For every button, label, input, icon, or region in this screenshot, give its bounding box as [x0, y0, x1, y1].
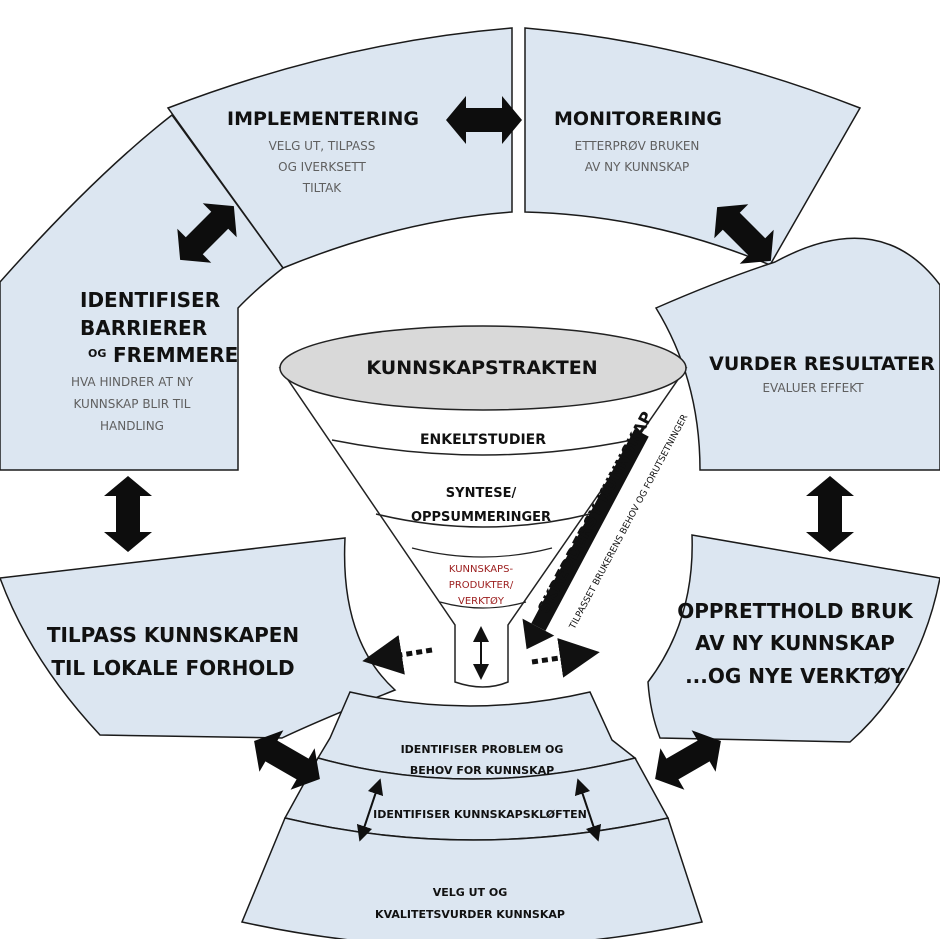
funnel-level-produkter-3: VERKTØY: [458, 595, 505, 607]
band2-text: IDENTIFISER KUNNSKAPSKLØFTEN: [373, 808, 587, 821]
funnel-level-syntese-1: SYNTESE/: [446, 486, 517, 501]
barrierer-fremmere: FREMMERE: [113, 343, 238, 367]
skreddersy-arrow: [522, 429, 649, 650]
barrierer-line-3: HANDLING: [100, 419, 164, 433]
segment-identifiser-barrierer: [0, 113, 285, 471]
tilpass-title-2: TIL LOKALE FORHOLD: [51, 656, 294, 680]
tilpass-title-1: TILPASS KUNNSKAPEN: [47, 623, 299, 647]
arrow-implementering-monitorering: [446, 96, 522, 144]
monitorering-line-1: ETTERPRØV BRUKEN: [575, 139, 700, 153]
implementering-line-1: VELG UT, TILPASS: [269, 139, 376, 153]
band1-line-2: BEHOV FOR KUNNSKAP: [410, 764, 554, 777]
oppretthold-line-3: ...OG NYE VERKTØY: [685, 664, 905, 688]
oppretthold-line-2: AV NY KUNNSKAP: [695, 631, 895, 655]
oppretthold-line-1: OPPRETTHOLD BRUK: [677, 599, 914, 623]
barrierer-title-1: IDENTIFISER: [80, 288, 220, 312]
arrow-bottom-oppretthold: [655, 730, 721, 790]
funnel-divider-1: [331, 439, 633, 456]
barrierer-line-1: HVA HINDRER AT NY: [71, 375, 194, 389]
vurder-title: VURDER RESULTATER: [709, 353, 935, 375]
segment-vurder-resultater: [654, 237, 940, 471]
dashed-arrow-right: [531, 638, 600, 678]
dashed-arrow-left: [362, 635, 433, 675]
funnel-divider-4: [439, 601, 527, 609]
band3-line-2: KVALITETSVURDER KUNNSKAP: [375, 908, 565, 921]
segment-implementering: [166, 27, 513, 269]
vurder-sub: EVALUER EFFEKT: [762, 381, 864, 395]
band-thin-arrow-left: [356, 778, 384, 842]
segment-monitorering: [524, 27, 862, 266]
segment-tilpass: [0, 537, 397, 739]
funnel-level-syntese-2: OPPSUMMERINGER: [411, 510, 551, 525]
barrierer-title-2: BARRIERER: [80, 316, 207, 340]
funnel-level-produkter-1: KUNNSKAPS-: [449, 564, 514, 575]
implementering-line-2: OG IVERKSETT: [278, 160, 366, 174]
funnel-top: [279, 325, 687, 411]
arrow-barrierer-tilpass: [104, 476, 152, 552]
arrow-barrierer-implementering: [177, 203, 237, 263]
arrow-vurder-oppretthold: [806, 476, 854, 552]
funnel-level-produkter-2: PRODUKTER/: [449, 580, 514, 591]
monitorering-title: MONITORERING: [554, 108, 722, 130]
arrow-tilpass-bottom: [254, 730, 320, 790]
segment-oppretthold: [647, 534, 940, 743]
funnel-divider-3: [411, 547, 553, 558]
barrierer-line-2: KUNNSKAP BLIR TIL: [74, 397, 191, 411]
funnel-divider-2: [375, 513, 591, 528]
band1-line-1: IDENTIFISER PROBLEM OG: [401, 743, 564, 756]
implementering-line-3: TILTAK: [302, 181, 343, 195]
band3-line-1: VELG UT OG: [433, 886, 508, 899]
funnel-title: KUNNSKAPSTRAKTEN: [366, 357, 597, 379]
barrierer-og: OG: [88, 347, 106, 360]
monitorering-line-2: AV NY KUNNSKAP: [585, 160, 690, 174]
band-velg-ut: [240, 817, 703, 939]
arrow-monitorering-vurder: [714, 204, 774, 264]
band-thin-arrow-right: [574, 778, 602, 842]
implementering-title: IMPLEMENTERING: [227, 108, 419, 130]
funnel-level-enkeltstudier: ENKELTSTUDIER: [420, 432, 546, 448]
